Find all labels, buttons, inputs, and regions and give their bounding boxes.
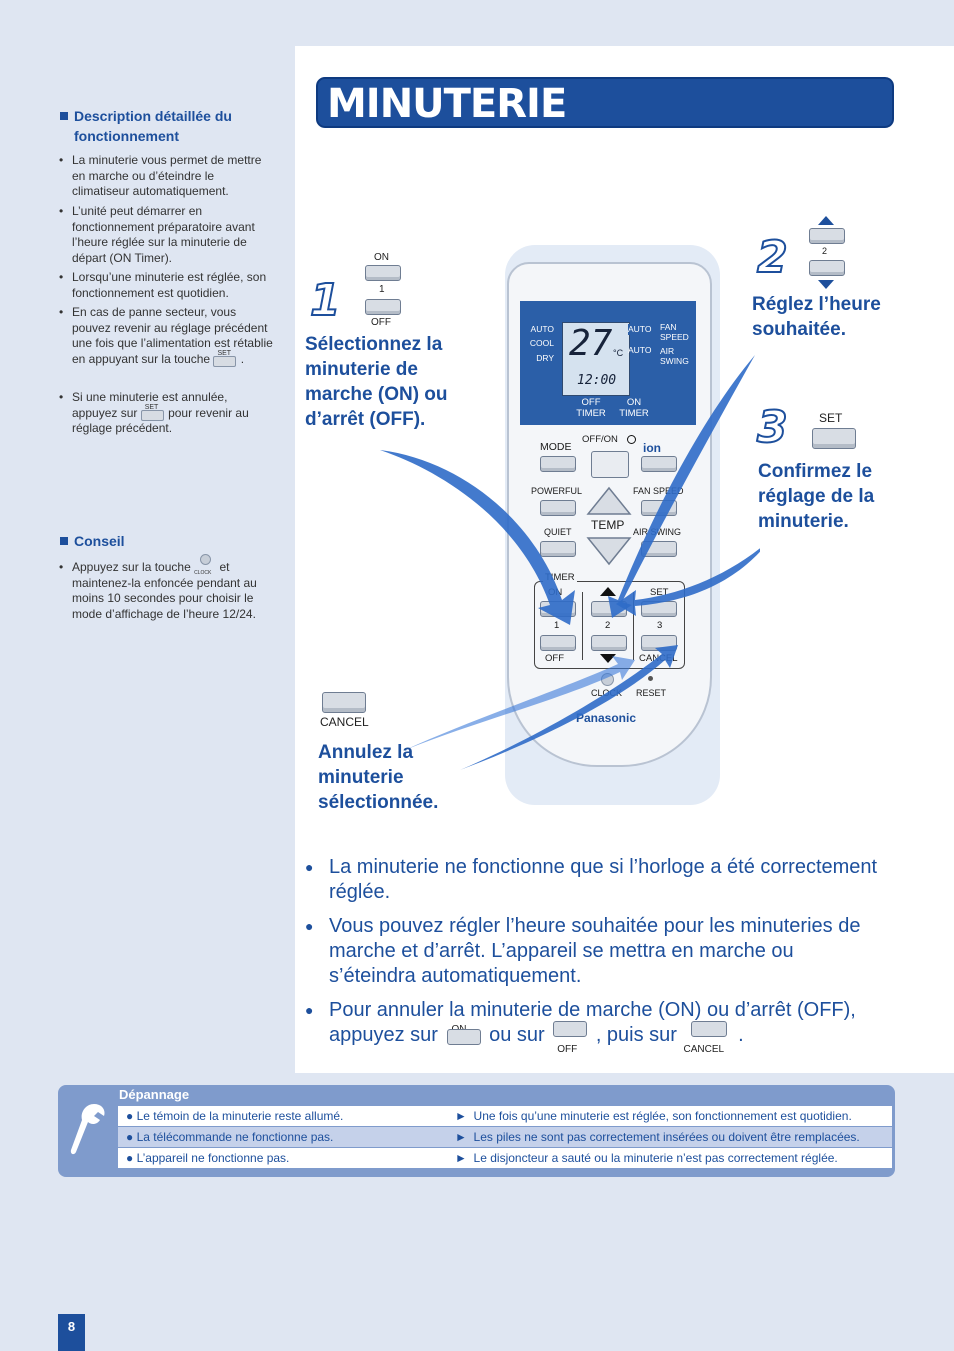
step1-on-button [365,265,401,281]
off-mini-button: OFF [550,1021,590,1055]
timer-off-button[interactable] [540,635,576,651]
arrow-down-icon [818,280,834,289]
mode-label: MODE [540,441,572,453]
timer-off-label: OFF [545,653,564,664]
powerful-button[interactable] [540,500,576,516]
troubleshooting-title: Dépannage [119,1087,190,1102]
reset-label: RESET [636,688,667,698]
conseil-list: Appuyez sur la touche CLOCK et maintenez… [59,554,273,630]
powerful-label: POWERFUL [531,486,583,496]
title-bar: MINUTERIE [316,77,894,128]
lcd-auto: AUTO [628,324,652,335]
sidebar-section-title: Description détaillée du fonctionnement [60,106,280,146]
page-title: MINUTERIE [327,81,567,127]
temp-down-button[interactable] [586,536,632,566]
note-item: La minuterie ne fonctionne que si l’horl… [305,855,905,905]
set-mini-button: SET [140,404,165,421]
table-row: ● La télécommande ne fonctionne pas. ► L… [118,1127,892,1147]
temp-label: TEMP [591,518,625,532]
ion-button[interactable] [641,456,677,472]
clock-icon [200,554,212,565]
ion-label: ion [643,441,661,455]
page-number: 8 [58,1314,85,1351]
lcd-off-timer: OFF TIMER [576,397,606,419]
clock-mini-button: CLOCK [194,554,216,576]
step2-up-button [809,228,845,244]
lcd-screen: 27 °C 12:00 [562,322,630,396]
list-item: En cas de panne secteur, vous pouvez rev… [59,305,273,367]
timer-set-label: SET [650,587,669,598]
timer-1-label: 1 [554,620,560,631]
list-item: Lorsqu’une minuterie est réglée, son fon… [59,270,273,301]
cancel-illustration-button [322,692,366,713]
list-item: Appuyez sur la touche CLOCK et maintenez… [59,554,273,622]
lcd-fan-speed: FAN SPEED [660,322,689,342]
note-item: Pour annuler la minuterie de marche (ON)… [305,998,925,1055]
power-icon [627,435,636,444]
lcd-mode-cool: COOL [529,338,554,348]
lcd-unit: °C [613,348,624,358]
timer-2-label: 2 [605,620,611,631]
wrench-icon [70,1104,105,1155]
step-2-text: Réglez l’heure souhaitée. [752,294,881,340]
table-row: ● Le témoin de la minuterie reste allumé… [118,1106,892,1126]
lcd-temperature: 27 [569,323,613,364]
quiet-button[interactable] [540,541,576,557]
step2-digit-label: 2 [822,246,828,256]
arrow-down-icon [600,654,616,663]
lcd-air-swing: AIR SWING [660,346,689,366]
temp-up-button[interactable] [586,486,632,516]
lcd-time: 12:00 [577,373,617,388]
timer-3-label: 3 [657,620,663,631]
step2-down-button [809,260,845,276]
pointer-arrows [380,355,760,770]
timer-down-button[interactable] [591,635,627,651]
lcd-on-timer: ON TIMER [619,397,649,419]
brand-logo: Panasonic [576,711,637,725]
cancel-mini-button: CANCEL [683,1021,733,1055]
lcd-mode-dry: DRY [536,353,554,363]
step-3-text: Confirmez le réglage de la minuterie. [758,461,875,532]
step1-off-label: OFF [371,317,391,328]
mode-button[interactable] [540,456,576,472]
arrow-up-icon [600,587,616,596]
sidebar-section2-title: Conseil [60,533,125,549]
table-row: ● L’appareil ne fonctionne pas. ► Le dis… [118,1148,892,1168]
step1-digit-label: 1 [379,284,385,295]
square-bullet-icon [60,112,68,120]
step-3-number: 3 [756,401,789,454]
divider [582,592,583,660]
step-1-text: Sélectionnez la minuterie de marche (ON)… [305,334,448,430]
step1-on-label: ON [374,252,389,263]
step-1-number: 1 [309,274,342,327]
step3-set-button [812,428,856,449]
sidebar-list: La minuterie vous permet de mettre en ma… [59,153,273,453]
offon-button[interactable] [591,451,629,478]
timer-label: TIMER [543,572,577,583]
reset-button[interactable] [648,676,653,681]
fan-speed-label: FAN SPEED [633,486,684,496]
list-item: Si une minuterie est annulée, appuyez su… [59,390,273,437]
list-item: L’unité peut démarrer en fonctionnement … [59,204,273,266]
arrow-up-icon [818,216,834,225]
square-bullet-icon [60,537,68,545]
list-item: La minuterie vous permet de mettre en ma… [59,153,273,200]
divider [633,592,634,660]
step3-set-label: SET [819,411,843,425]
cancel-text: Annulez la minuterie sélectionnée. [318,742,439,813]
lcd-mode-auto: AUTO [530,324,554,334]
offon-label: OFF/ON [582,434,618,445]
step-2-number: 2 [756,231,789,284]
lcd-auto: AUTO [628,345,652,355]
cancel-label: CANCEL [320,715,369,729]
set-mini-button: SET [213,350,237,367]
note-item: Vous pouvez régler l’heure souhaitée pou… [305,914,875,989]
on-mini-button: ON [444,1024,484,1045]
quiet-label: QUIET [544,527,572,537]
step1-off-button [365,299,401,315]
